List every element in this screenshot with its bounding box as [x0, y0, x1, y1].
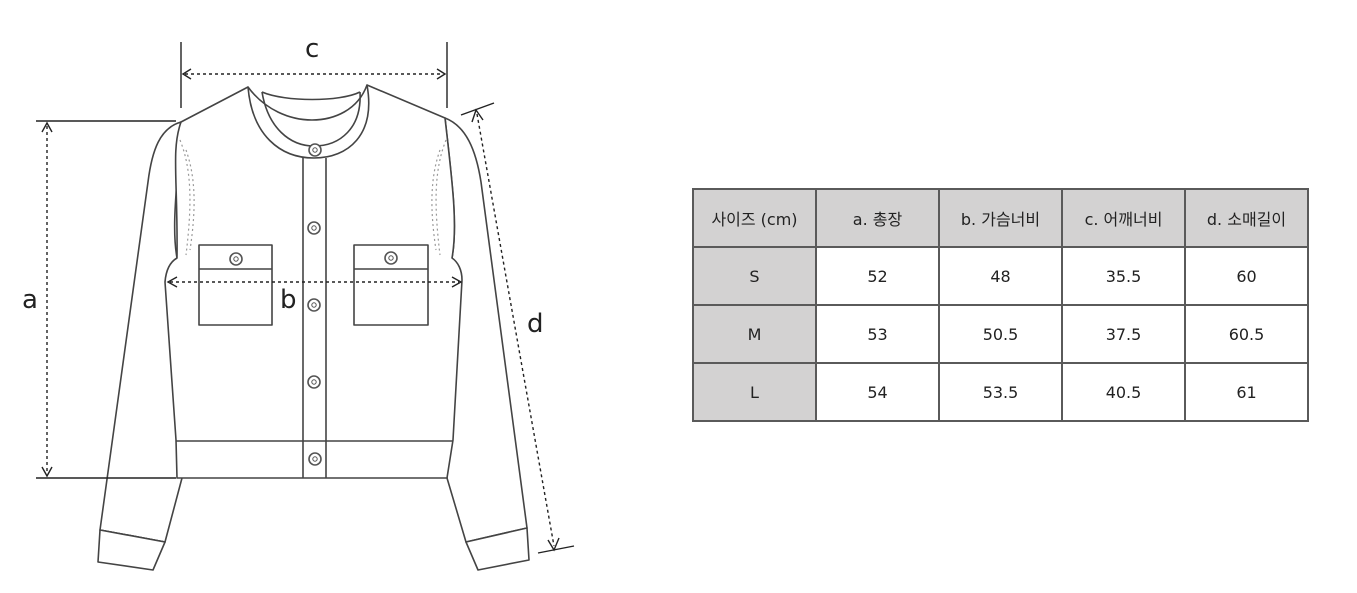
button: [307, 221, 321, 235]
table-cell: 48: [938, 246, 1063, 306]
header-shoulder-width: c. 어깨너비: [1061, 188, 1186, 248]
table-cell: 50.5: [938, 304, 1063, 364]
table-cell: 52: [815, 246, 940, 306]
table-row: S 52 48 35.5 60: [692, 246, 1309, 306]
size-cell: S: [692, 246, 817, 306]
dimension-b: [166, 276, 463, 288]
header-total-length: a. 총장: [815, 188, 940, 248]
table-cell: 60.5: [1184, 304, 1309, 364]
label-c: c: [305, 34, 319, 64]
button: [307, 375, 321, 389]
dimension-c: [180, 42, 448, 108]
table-header-row: 사이즈 (cm) a. 총장 b. 가슴너비 c. 어깨너비 d. 소매길이: [692, 188, 1309, 248]
table-cell: 40.5: [1061, 362, 1186, 422]
jacket-diagram: a b c d: [22, 34, 575, 571]
button: [308, 143, 322, 157]
label-a: a: [22, 285, 38, 315]
table-cell: 54: [815, 362, 940, 422]
pocket-button: [384, 251, 398, 265]
table-cell: 61: [1184, 362, 1309, 422]
table-cell: 53.5: [938, 362, 1063, 422]
table-cell: 37.5: [1061, 304, 1186, 364]
table-cell: 60: [1184, 246, 1309, 306]
jacket-body: [164, 84, 463, 479]
button: [308, 452, 322, 466]
table-row: M 53 50.5 37.5 60.5: [692, 304, 1309, 364]
right-sleeve: [444, 117, 530, 571]
table-cell: 35.5: [1061, 246, 1186, 306]
size-cell: M: [692, 304, 817, 364]
button: [307, 298, 321, 312]
label-d: d: [527, 309, 544, 339]
dimension-a: [36, 120, 176, 479]
pocket-button: [229, 252, 243, 266]
size-table: 사이즈 (cm) a. 총장 b. 가슴너비 c. 어깨너비 d. 소매길이 S…: [692, 188, 1309, 422]
header-sleeve-length: d. 소매길이: [1184, 188, 1309, 248]
table-row: L 54 53.5 40.5 61: [692, 362, 1309, 422]
table-cell: 53: [815, 304, 940, 364]
header-size: 사이즈 (cm): [692, 188, 817, 248]
dimension-d: [460, 102, 575, 554]
size-cell: L: [692, 362, 817, 422]
header-chest-width: b. 가슴너비: [938, 188, 1063, 248]
label-b: b: [280, 285, 297, 315]
buttons: [229, 143, 398, 466]
